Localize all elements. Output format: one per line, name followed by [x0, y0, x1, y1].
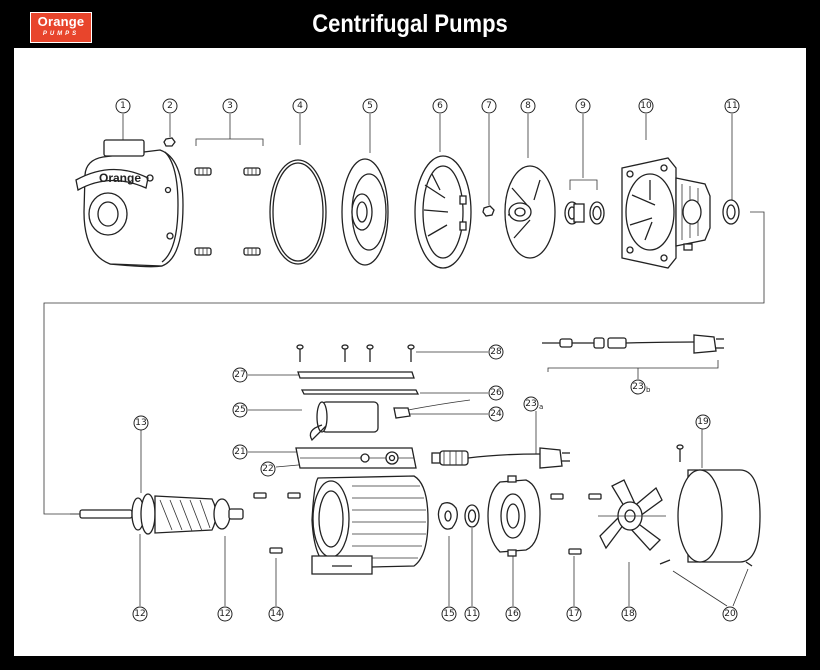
part-pump-housing: Orange — [75, 139, 184, 268]
part-bearing-ring-bottom — [464, 504, 480, 528]
callout-11-top: 11 — [724, 98, 740, 114]
part-impeller — [504, 165, 556, 259]
page-title: Centrifugal Pumps — [312, 10, 508, 38]
callout-label-20: 20 — [724, 609, 736, 619]
callout-label-1: 1 — [120, 101, 126, 111]
callout-27: 27 — [232, 367, 248, 383]
callout-label-28: 28 — [490, 347, 502, 357]
part-o-ring — [269, 159, 327, 265]
callouts: 1 2 3 4 5 6 7 8 9 10 11 13 12 12 14 15 1… — [115, 98, 740, 622]
callout-label-17: 17 — [568, 609, 579, 619]
callout-label-26: 26 — [490, 388, 502, 398]
callout-19: 19 — [695, 414, 711, 430]
part-wave-washer — [437, 502, 458, 530]
part-fan-cover — [676, 444, 761, 563]
callout-21: 21 — [232, 444, 248, 460]
part-cooling-fan — [598, 479, 666, 551]
callout-label-8: 8 — [525, 101, 531, 111]
callout-3: 3 — [222, 98, 238, 114]
callout-label-10: 10 — [640, 101, 652, 111]
part-motor-body — [311, 475, 429, 575]
callout-label-25: 25 — [234, 405, 245, 415]
exploded-parts-diagram: Orange — [43, 98, 765, 622]
callout-label-11-bottom: 11 — [466, 609, 477, 619]
logo-brand: Orange — [37, 14, 85, 29]
callout-14: 14 — [268, 606, 284, 622]
callout-label-11-top: 11 — [726, 101, 737, 111]
callout-11-bottom: 11 — [464, 606, 480, 622]
part-power-cord-b — [542, 334, 724, 354]
callout-15: 15 — [441, 606, 457, 622]
part-motor-flange — [621, 157, 711, 269]
part-housing-screws — [194, 167, 261, 256]
callout-10: 10 — [638, 98, 654, 114]
part-end-shield-screws — [550, 493, 602, 555]
callout-9: 9 — [575, 98, 591, 114]
callout-label-27: 27 — [234, 370, 245, 380]
part-diffuser — [414, 155, 472, 269]
part-fan-cover-screws — [659, 559, 753, 567]
callout-label-13: 13 — [135, 418, 146, 428]
callout-7: 7 — [481, 98, 497, 114]
callout-label-9: 9 — [580, 101, 586, 111]
header-bar: Orange PUMPS Centrifugal Pumps — [0, 0, 820, 48]
part-terminal-box — [295, 344, 471, 469]
callout-label-15: 15 — [443, 609, 454, 619]
callout-suffix-23a: a — [539, 403, 543, 411]
diagram-panel: Orange — [14, 48, 806, 656]
callout-label-18: 18 — [623, 609, 635, 619]
callout-suffix-23b: b — [646, 386, 651, 394]
callout-label-7: 7 — [486, 101, 492, 111]
housing-brand-text: Orange — [99, 171, 141, 185]
callout-label-12-left: 12 — [134, 609, 145, 619]
callout-label-5: 5 — [367, 101, 373, 111]
callout-25: 25 — [232, 402, 248, 418]
callout-12-left: 12 — [132, 606, 148, 622]
callout-label-22: 22 — [262, 464, 273, 474]
part-end-shield — [487, 475, 541, 557]
callout-26: 26 — [488, 385, 504, 401]
callout-16: 16 — [505, 606, 521, 622]
part-body-screws — [253, 492, 301, 554]
callout-label-3: 3 — [227, 101, 233, 111]
callout-6: 6 — [432, 98, 448, 114]
callout-18: 18 — [621, 606, 637, 622]
callout-label-6: 6 — [437, 101, 443, 111]
part-small-nut — [163, 137, 176, 147]
callout-label-4: 4 — [297, 101, 303, 111]
callout-28: 28 — [488, 344, 504, 360]
callout-24: 24 — [488, 406, 504, 422]
callout-20: 20 — [722, 606, 738, 622]
logo-subtitle: PUMPS — [42, 31, 80, 37]
part-power-cord-a — [431, 447, 570, 469]
callout-label-21: 21 — [234, 447, 245, 457]
part-diffuser-plate — [341, 158, 389, 266]
part-hex-nut — [482, 205, 495, 217]
callout-12-right: 12 — [217, 606, 233, 622]
callout-22: 22 — [260, 461, 276, 477]
part-mechanical-seal — [564, 201, 605, 225]
callout-label-16: 16 — [507, 609, 519, 619]
callout-label-24: 24 — [490, 409, 502, 419]
callout-2: 2 — [162, 98, 178, 114]
orange-pumps-logo: Orange PUMPS — [30, 12, 92, 43]
callout-label-12-right: 12 — [219, 609, 230, 619]
callout-label-23b: 23 — [632, 382, 643, 392]
callout-1: 1 — [115, 98, 131, 114]
callout-4: 4 — [292, 98, 308, 114]
part-rotor-shaft — [70, 493, 244, 535]
callout-label-14: 14 — [270, 609, 282, 619]
callout-13: 13 — [133, 415, 149, 431]
callout-8: 8 — [520, 98, 536, 114]
callout-label-23a: 23 — [525, 399, 536, 409]
part-bearing-ring-top — [722, 199, 740, 225]
callout-17: 17 — [566, 606, 582, 622]
callout-label-2: 2 — [167, 101, 173, 111]
callout-5: 5 — [362, 98, 378, 114]
callout-label-19: 19 — [697, 417, 709, 427]
